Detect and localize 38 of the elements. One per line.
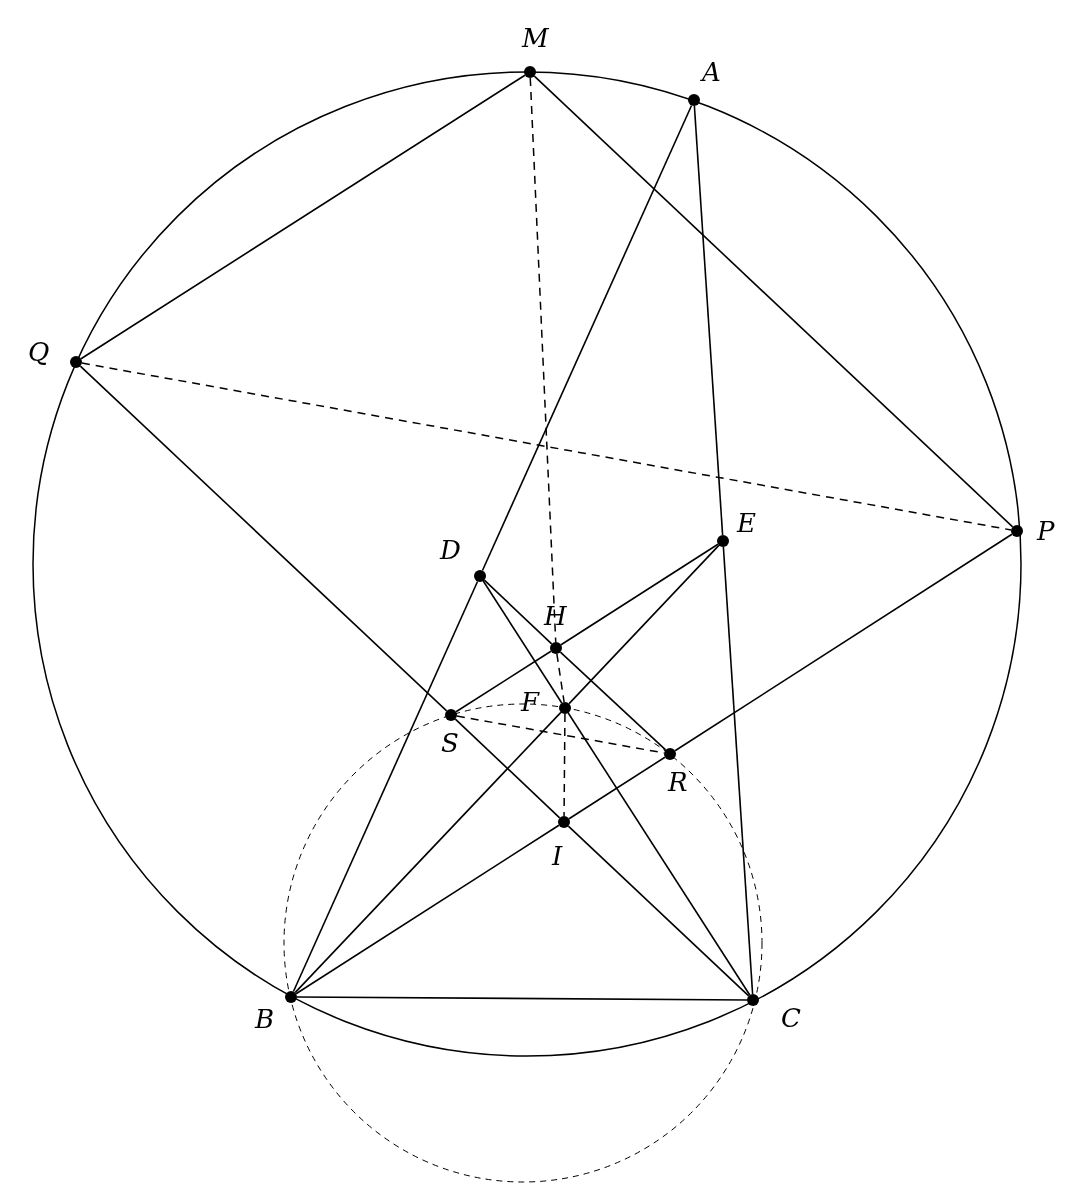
line-segment <box>722 546 754 995</box>
line-segment <box>454 718 561 819</box>
point-label: H <box>544 602 567 630</box>
dashed-segment <box>81 362 1012 531</box>
dashed-segment <box>529 77 557 643</box>
dashed-segment <box>556 653 565 703</box>
line-segment <box>559 651 667 751</box>
point-label: R <box>668 768 688 796</box>
point-label: C <box>781 1004 801 1032</box>
point-label: S <box>441 729 459 757</box>
point-label: D <box>440 536 461 564</box>
point-label: P <box>1037 517 1055 545</box>
line-segment <box>483 579 553 645</box>
line-segment <box>568 544 720 705</box>
point-label: Q <box>28 338 50 366</box>
point-label: F <box>521 688 540 716</box>
line-segment <box>294 711 562 994</box>
line-segment <box>481 104 693 572</box>
point-label: M <box>522 24 549 52</box>
line-segment <box>674 533 1013 752</box>
line-segment <box>568 756 666 820</box>
dashed-segment <box>563 713 566 817</box>
point-label: E <box>737 509 756 537</box>
line-segment <box>533 75 1014 528</box>
line-segment <box>560 543 719 646</box>
point-label: A <box>702 58 721 86</box>
line-segment <box>567 712 751 996</box>
line-segment <box>296 996 748 1001</box>
point-label: B <box>255 1005 275 1033</box>
point-label: I <box>552 842 563 870</box>
line-segment <box>80 74 526 360</box>
line-segment <box>455 650 552 713</box>
line-segment <box>295 824 560 995</box>
line-segment <box>79 365 448 712</box>
line-segment <box>567 825 750 997</box>
line-segment <box>482 580 563 704</box>
line-segment <box>292 580 479 993</box>
line-segment <box>693 105 724 536</box>
